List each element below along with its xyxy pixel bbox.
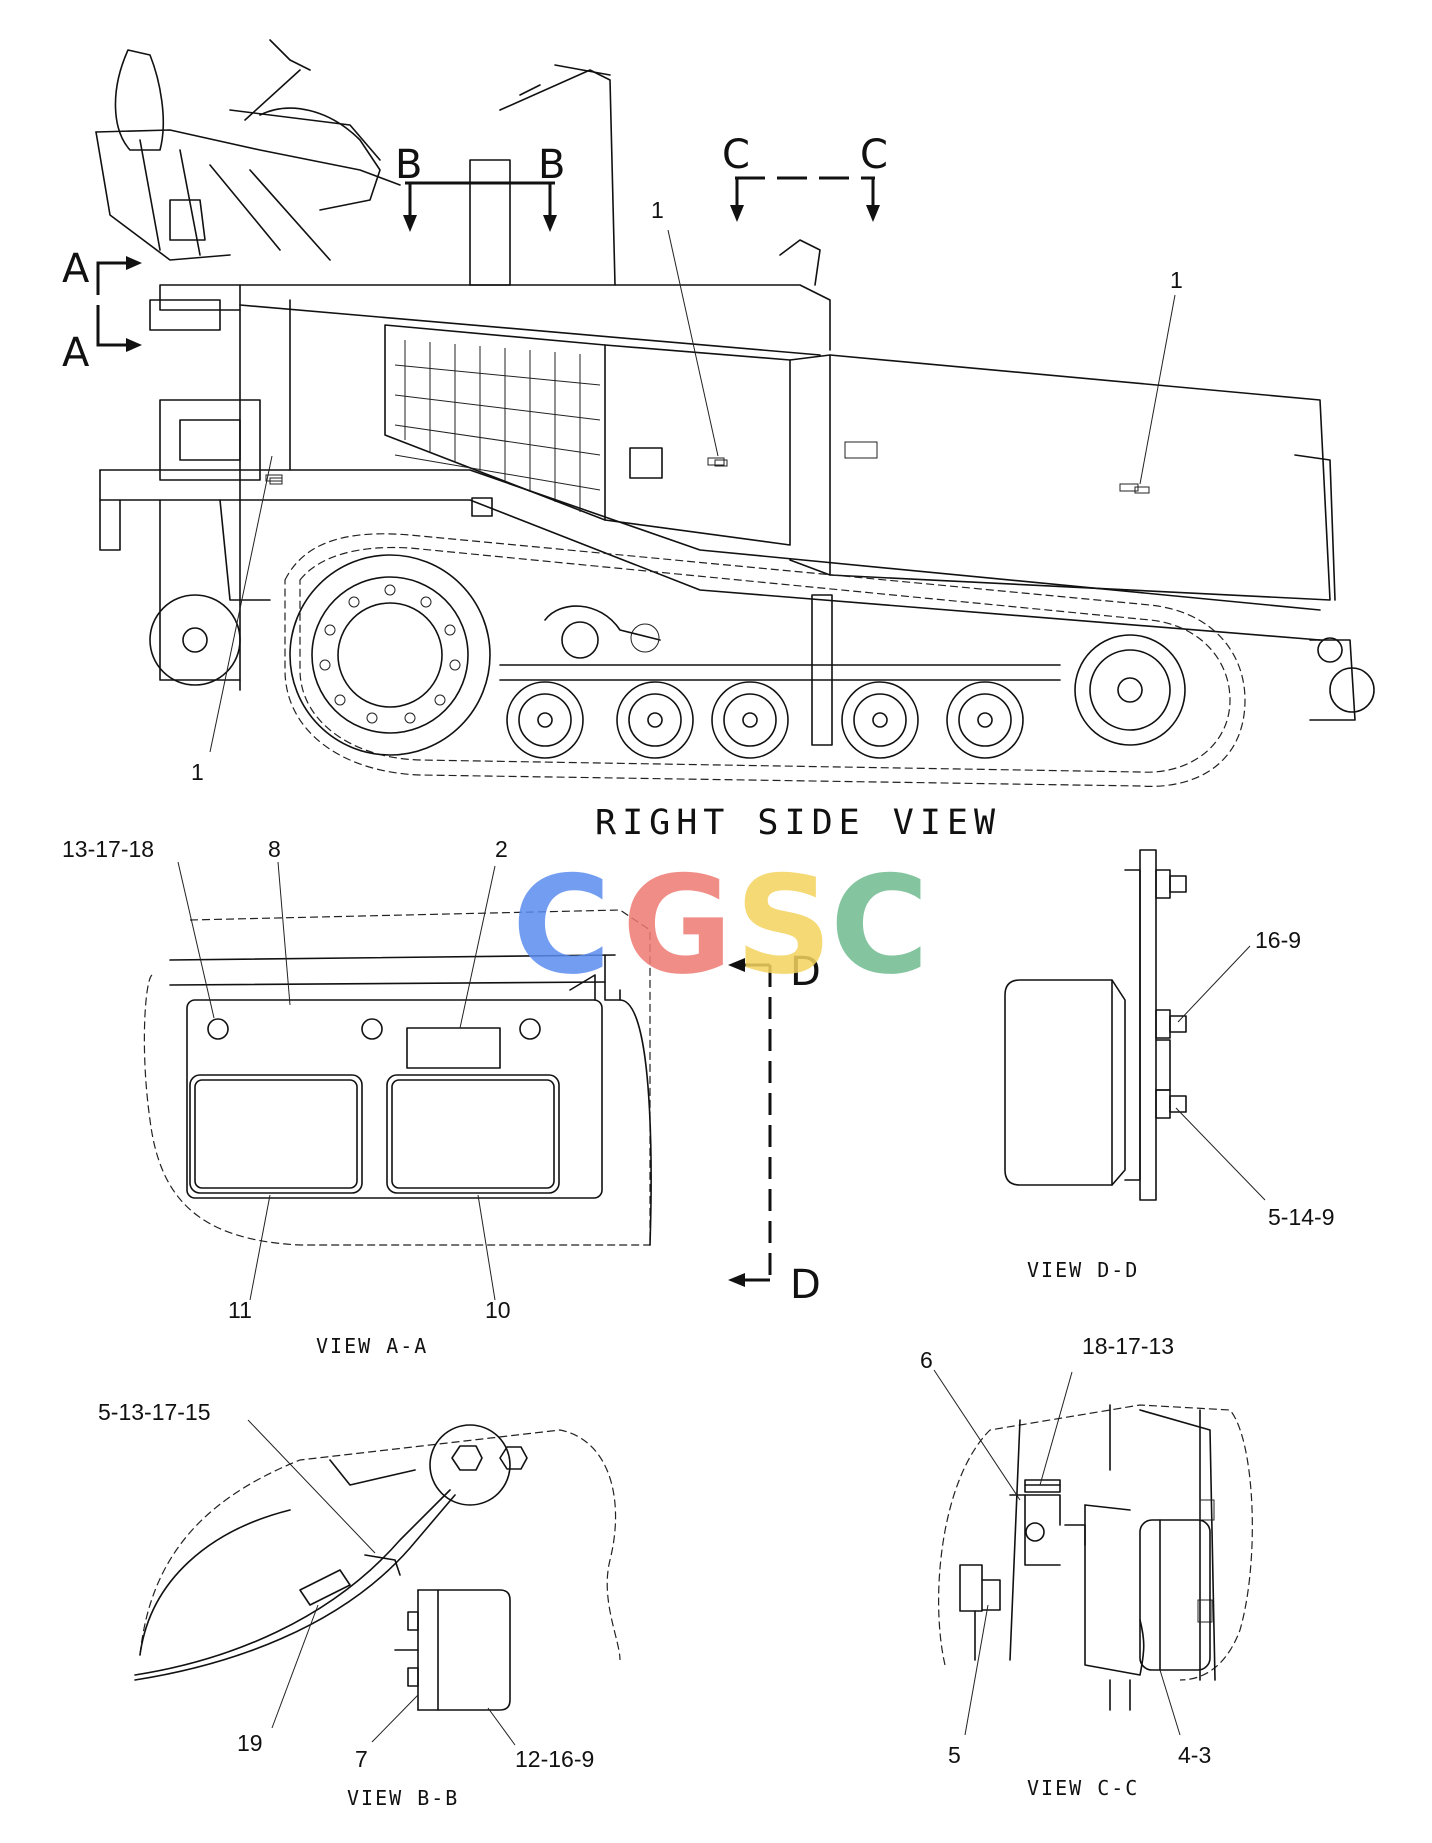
view-bb: 5-13-17-15 19 7 12-16-9 bbox=[98, 1399, 621, 1772]
section-d-label-top: D bbox=[790, 949, 821, 995]
watermark-letter-g: G bbox=[622, 847, 733, 1004]
callout-bb-5-13-17-15: 5-13-17-15 bbox=[98, 1399, 211, 1425]
callout-aa-2: 2 bbox=[495, 836, 508, 862]
callout-dd-5-14-9: 5-14-9 bbox=[1268, 1204, 1334, 1230]
view-dd: 16-9 5-14-9 bbox=[1004, 849, 1334, 1230]
callout-aa-8: 8 bbox=[268, 836, 281, 862]
callout-bb-7: 7 bbox=[355, 1746, 368, 1772]
section-d-label-bottom: D bbox=[790, 1262, 821, 1308]
callout-bb-12-16-9: 12-16-9 bbox=[515, 1746, 594, 1772]
watermark-letter-s: S bbox=[735, 847, 832, 1004]
watermark-letter-c2: C bbox=[830, 847, 929, 1004]
right-side-view bbox=[95, 39, 1375, 787]
section-b-indicator: B B bbox=[395, 142, 565, 232]
section-c-label-left: C bbox=[722, 132, 750, 178]
callout-aa-10: 10 bbox=[485, 1297, 511, 1323]
caption-view-aa: VIEW A-A bbox=[316, 1334, 428, 1358]
caption-view-bb: VIEW B-B bbox=[347, 1786, 459, 1810]
callout-cc-18-17-13: 18-17-13 bbox=[1082, 1333, 1174, 1359]
caption-view-dd: VIEW D-D bbox=[1027, 1258, 1139, 1282]
section-c-label-right: C bbox=[860, 132, 888, 178]
watermark-logo: C G S C bbox=[512, 847, 929, 1004]
section-a-label-bottom: A bbox=[62, 330, 90, 376]
callout-bb-19: 19 bbox=[237, 1730, 263, 1756]
callout-rsv-center: 1 bbox=[651, 197, 664, 223]
callout-cc-4-3: 4-3 bbox=[1178, 1742, 1211, 1768]
watermark-letter-c1: C bbox=[512, 847, 611, 1004]
callout-rsv-right: 1 bbox=[1170, 267, 1183, 293]
callout-cc-6: 6 bbox=[920, 1347, 933, 1373]
caption-right-side-view: RIGHT SIDE VIEW bbox=[595, 803, 1001, 843]
callout-rsv-left: 1 bbox=[191, 759, 204, 785]
section-b-label-right: B bbox=[538, 142, 565, 188]
section-c-indicator: C C bbox=[722, 132, 888, 222]
view-aa: D D 13-17-18 8 2 11 10 bbox=[62, 836, 821, 1323]
callout-aa-13-17-18: 13-17-18 bbox=[62, 836, 154, 862]
callout-dd-16-9: 16-9 bbox=[1255, 927, 1301, 953]
section-a-label-top: A bbox=[62, 246, 90, 292]
section-a-indicator: A A bbox=[62, 246, 142, 376]
view-cc: 6 18-17-13 5 4-3 bbox=[920, 1333, 1253, 1768]
rsv-callouts: 1 1 1 bbox=[191, 197, 1183, 785]
caption-view-cc: VIEW C-C bbox=[1027, 1776, 1139, 1800]
callout-aa-11: 11 bbox=[228, 1297, 252, 1323]
callout-cc-5: 5 bbox=[948, 1742, 961, 1768]
section-b-label-left: B bbox=[395, 142, 422, 188]
